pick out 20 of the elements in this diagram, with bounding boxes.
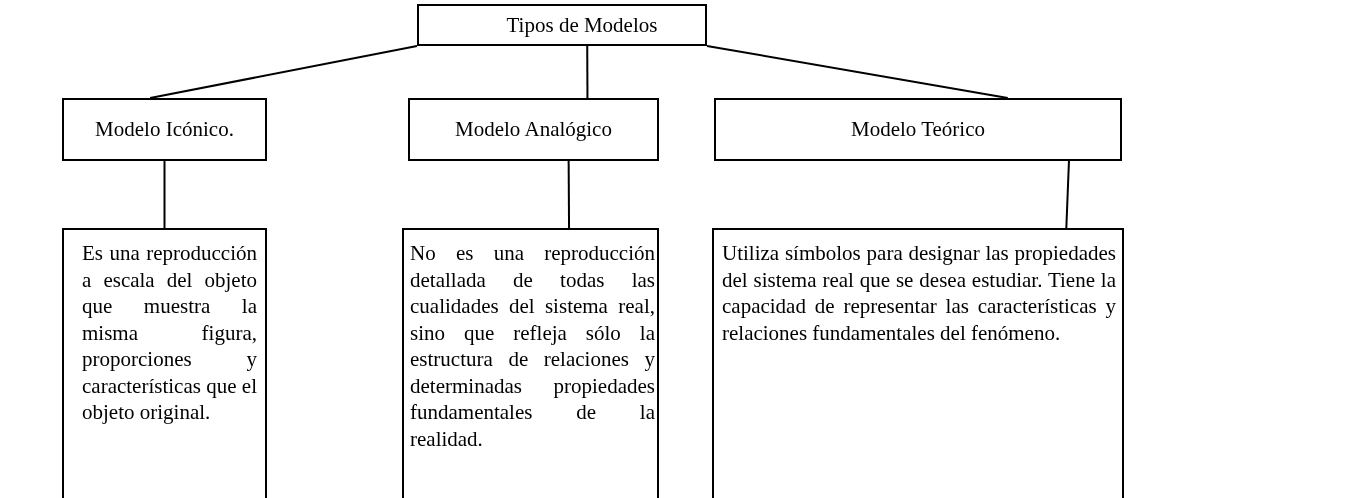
title-box [417,4,707,46]
connector-line [567,160,571,229]
connector-line [586,45,589,99]
category-box [62,98,267,161]
description-text: Es una reproducción a escala del objeto que muestra la misma figura, proporciones y características que el objeto original. [82,240,257,426]
description-box [402,228,659,498]
heading-text: Modelo Icónico. [95,117,234,142]
description-text: No es una reproducción detallada de todas las cualidades del sistema real, sino que refleja sólo la estructura de relaciones y determinadas propiedades fundamentales de la realidad. [410,240,655,452]
connector-line [1065,160,1070,229]
connector-line [149,45,418,99]
description-text: Utiliza símbolos para designar las propiedades del sistema real que se desea estudiar. Tiene la capacidad de representar las características y relaciones fundamentales del fenómeno. [722,240,1116,346]
connector-line [163,160,166,229]
description-box [62,228,267,498]
heading-text: Tipos de Modelos [506,12,658,38]
category-box [408,98,659,161]
connector-line [706,45,1009,99]
category-box [714,98,1122,161]
description-box [712,228,1124,498]
heading-text: Modelo Teórico [851,117,985,142]
heading-text: Modelo Analógico [455,117,612,142]
